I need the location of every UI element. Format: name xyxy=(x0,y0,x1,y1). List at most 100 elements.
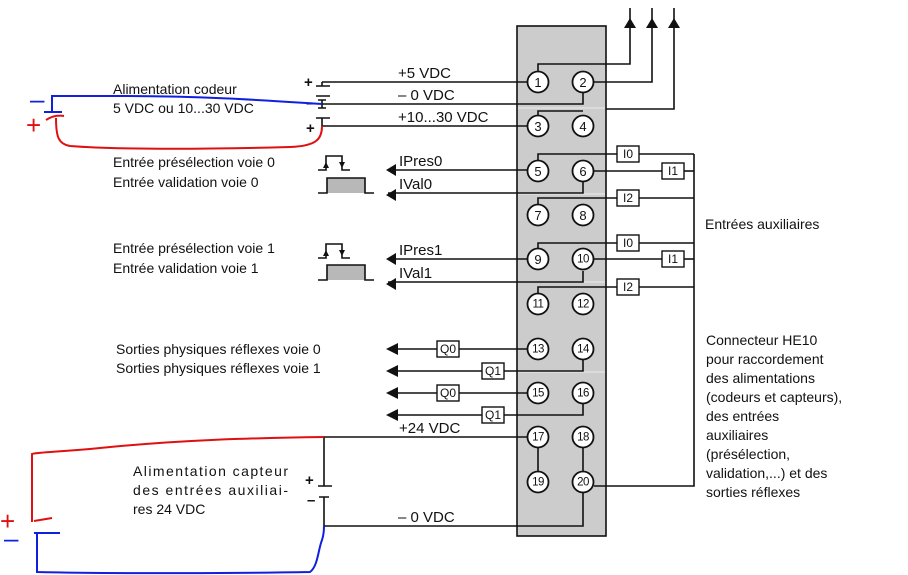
aux-box-i1: I1 xyxy=(661,250,685,268)
signal-label: IVal1 xyxy=(399,265,432,282)
pulse-waveform-icon xyxy=(318,243,350,259)
pin-number: 14 xyxy=(577,344,590,356)
svg-text:auxiliaires: auxiliaires xyxy=(706,427,768,443)
output-box-q0: Q0 xyxy=(436,340,460,358)
svg-text:I2: I2 xyxy=(623,280,633,294)
arrow-left-icon xyxy=(386,253,396,265)
pin-circle xyxy=(526,159,550,183)
sensor-supply-label: Alimentation capteur xyxy=(133,463,288,479)
arrow-up-icon xyxy=(668,18,680,28)
pin-15: 15 xyxy=(526,381,550,405)
polarity-plus: + xyxy=(306,120,315,137)
encoder-supply-label: Alimentation codeur xyxy=(113,81,237,97)
pin-circle xyxy=(571,292,595,316)
svg-text:Q0: Q0 xyxy=(440,386,456,400)
arrow-up-icon xyxy=(646,18,658,28)
pin-9: 9 xyxy=(526,247,550,271)
connector-description: Connecteur HE10 pour raccordement des al… xyxy=(706,332,842,500)
aux-box-i2: I2 xyxy=(616,189,640,207)
output-label: Sorties physiques réflexes voie 0 xyxy=(116,341,321,357)
svg-text:I1: I1 xyxy=(668,164,678,178)
wire-ival0 xyxy=(388,182,584,194)
pin-17: 17 xyxy=(526,425,550,449)
svg-text:I0: I0 xyxy=(623,147,633,161)
encoder-output-wires xyxy=(537,8,680,110)
pin-4: 4 xyxy=(571,114,595,138)
sensor-supply-label: res 24 VDC xyxy=(133,501,205,517)
encoder-battery-annotation: – + xyxy=(26,84,323,150)
pin-number: 16 xyxy=(577,388,589,400)
arrow-left-icon xyxy=(386,278,396,290)
pin-2: 2 xyxy=(571,70,595,94)
pin-circle xyxy=(571,470,595,494)
input-label: Entrée validation voie 0 xyxy=(113,174,259,190)
aux-box-i2: I2 xyxy=(616,278,640,296)
pin-circle xyxy=(526,247,550,271)
input-label: Entrée validation voie 1 xyxy=(113,260,259,276)
pin-number: 5 xyxy=(534,164,541,179)
pin-number: 10 xyxy=(577,254,589,266)
polarity-plus: + xyxy=(304,74,313,91)
pin-14: 14 xyxy=(571,337,595,361)
aux-input-wiring xyxy=(537,153,695,487)
pulse-waveform-icon xyxy=(318,155,350,171)
polarity-minus: – xyxy=(307,492,315,509)
validation-waveform-icon xyxy=(318,264,374,281)
arrow-up-icon xyxy=(624,18,636,28)
pin-circle xyxy=(526,337,550,361)
svg-text:des entrées: des entrées xyxy=(706,408,779,424)
pin-number: 18 xyxy=(577,432,589,444)
pin-19: 19 xyxy=(526,470,550,494)
pin-circle xyxy=(526,381,550,405)
aux-box-i0: I0 xyxy=(616,145,640,163)
svg-text:+: + xyxy=(26,110,41,140)
svg-text:I2: I2 xyxy=(623,191,633,205)
he10-connector-body xyxy=(516,25,607,537)
encoder-supply-wires xyxy=(316,81,584,127)
output-box-q0: Q0 xyxy=(436,384,460,402)
wire-label-0vdc: – 0 VDC xyxy=(398,509,455,526)
pin-number: 15 xyxy=(532,388,544,400)
pin-circle xyxy=(526,470,550,494)
pin-circle xyxy=(526,292,550,316)
output-wiring xyxy=(394,348,584,416)
svg-text:sorties réflexes: sorties réflexes xyxy=(706,484,800,500)
pin-number: 17 xyxy=(532,432,544,444)
pin-18: 18 xyxy=(571,425,595,449)
pin-circle xyxy=(526,425,550,449)
svg-text:I0: I0 xyxy=(623,236,633,250)
wire-label-5vdc: +5 VDC xyxy=(398,65,451,82)
polarity-plus: + xyxy=(305,472,314,489)
pin-number: 1 xyxy=(534,75,541,90)
pin-circle xyxy=(526,203,550,227)
arrow-left-icon xyxy=(386,409,398,421)
pin-3: 3 xyxy=(526,114,550,138)
pin-circle xyxy=(571,114,595,138)
pin-circle xyxy=(571,203,595,227)
pin-circle xyxy=(526,70,550,94)
pin-circle xyxy=(571,425,595,449)
pin-number: 11 xyxy=(533,299,544,311)
wire-ival1 xyxy=(388,271,584,283)
input-label: Entrée présélection voie 1 xyxy=(113,240,275,256)
signal-label: IVal0 xyxy=(399,176,432,193)
svg-text:des alimentations: des alimentations xyxy=(706,370,815,386)
pin-number: 4 xyxy=(579,119,586,134)
input-label: Entrée présélection voie 0 xyxy=(113,154,275,170)
wire-label-10-30vdc: +10...30 VDC xyxy=(398,109,489,126)
sensor-battery-annotation: + – xyxy=(0,436,325,575)
output-label: Sorties physiques réflexes voie 1 xyxy=(116,360,321,376)
pin-5: 5 xyxy=(526,159,550,183)
pin-number: 13 xyxy=(532,344,544,356)
arrow-left-icon xyxy=(386,365,398,377)
svg-text:I1: I1 xyxy=(668,252,678,266)
svg-text:pour raccordement: pour raccordement xyxy=(706,351,824,367)
arrow-left-icon xyxy=(386,387,398,399)
pin-1: 1 xyxy=(526,70,550,94)
pin-11: 11 xyxy=(526,292,550,316)
pin-number: 8 xyxy=(579,208,586,223)
svg-text:Q1: Q1 xyxy=(485,408,501,422)
pin-number: 9 xyxy=(534,252,541,267)
